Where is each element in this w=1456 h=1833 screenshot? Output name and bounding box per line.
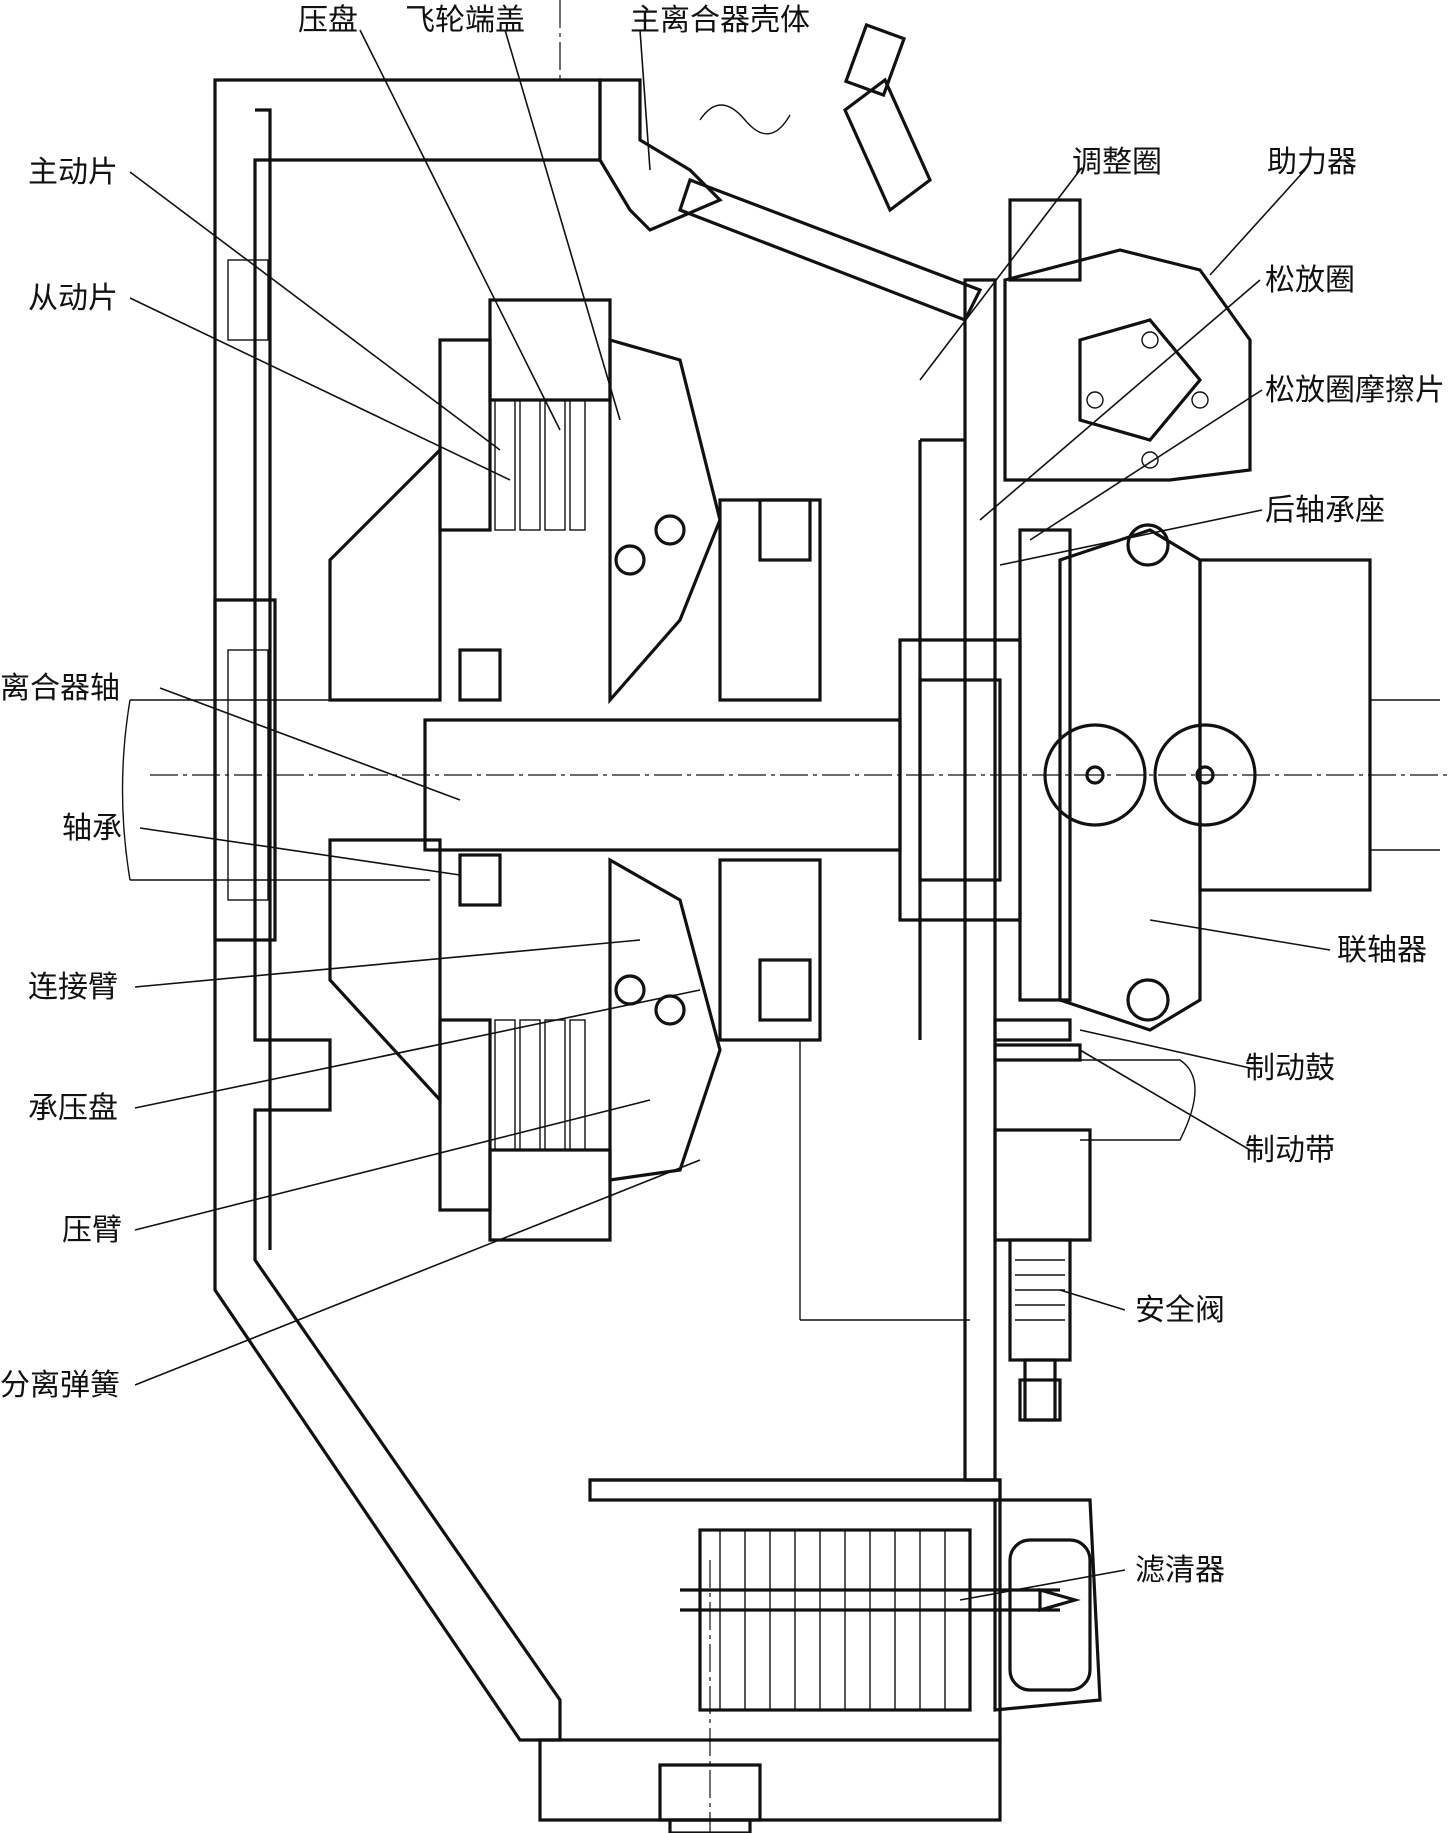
flywheel-side-flange (213, 259, 277, 942)
label-booster: 助力器 (1267, 145, 1357, 180)
label-pressure-arm: 压臂 (62, 1213, 122, 1248)
adjusting-rod (677, 22, 983, 323)
label-main-clutch-housing: 主离合器壳体 (630, 3, 810, 38)
part-labels: 压盘 飞轮端盖 主离合器壳体 调整圈 助力器 松放圈 松放圈摩擦片 主动片 从动… (0, 3, 1445, 1588)
clutch-hub (328, 446, 502, 1105)
label-release-ring: 松放圈 (1265, 263, 1355, 298)
safety-valve (993, 1128, 1092, 1422)
label-safety-valve: 安全阀 (1135, 1293, 1225, 1328)
label-coupling: 联轴器 (1337, 933, 1427, 968)
clutch-shaft (121, 699, 902, 881)
label-pressure-bearing-disc: 承压盘 (28, 1091, 118, 1126)
label-pressure-plate: 压盘 (298, 3, 358, 38)
brake-drum (993, 1018, 1196, 1141)
disc-pack-upper (438, 298, 612, 532)
label-adjusting-ring: 调整圈 (1072, 145, 1162, 180)
rear-bearing-seat (898, 528, 1072, 1002)
label-flywheel-end-cover: 飞轮端盖 (405, 3, 525, 38)
label-connecting-arm: 连接臂 (28, 970, 118, 1005)
pressure-plate-and-levers (608, 337, 722, 1182)
center-lines (150, 0, 1450, 1833)
label-release-ring-friction-plate: 松放圈摩擦片 (1265, 373, 1445, 408)
filter (658, 1498, 1102, 1833)
label-driven-disc: 从动片 (28, 281, 118, 316)
release-mechanism (718, 498, 970, 1321)
label-clutch-shaft: 离合器轴 (0, 671, 120, 706)
label-bearing: 轴承 (62, 811, 122, 846)
main-clutch-housing-body (213, 78, 1002, 1822)
label-separation-spring: 分离弹簧 (0, 1368, 120, 1403)
label-brake-band: 制动带 (1245, 1133, 1335, 1168)
label-brake-drum: 制动鼓 (1245, 1051, 1335, 1086)
label-filter: 滤清器 (1135, 1553, 1225, 1588)
booster (1003, 198, 1252, 482)
disc-pack-lower (438, 1018, 612, 1242)
label-driving-disc: 主动片 (28, 155, 118, 190)
leader-lines (129, 29, 1331, 1601)
label-rear-bearing-seat: 后轴承座 (1265, 493, 1385, 528)
